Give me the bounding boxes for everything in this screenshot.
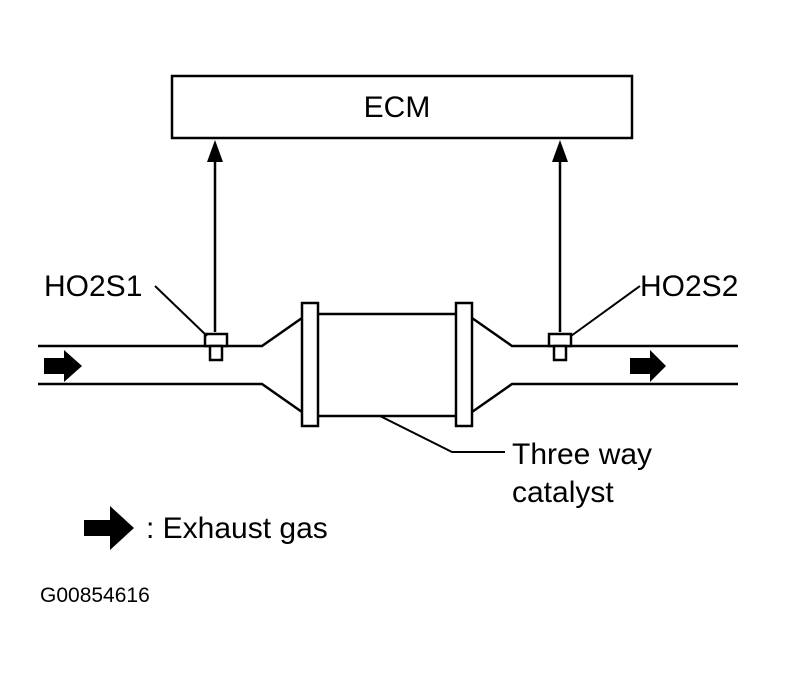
signal-line-ho2s2 xyxy=(552,140,568,332)
signal-line-ho2s1 xyxy=(207,140,223,332)
right-arrow-icon xyxy=(84,506,134,550)
catalyst-leader-line xyxy=(379,415,505,453)
ho2s2-sensor xyxy=(547,332,573,362)
three-way-catalyst xyxy=(300,301,474,428)
catalyst-label-line2: catalyst xyxy=(512,476,614,509)
ho2s2-leader-line xyxy=(570,285,641,337)
ecm-box: ECM xyxy=(170,74,634,140)
ho2s2-label: HO2S2 xyxy=(640,270,738,303)
ho2s1-sensor xyxy=(203,332,229,362)
arrowhead-icon xyxy=(207,140,223,162)
legend: : Exhaust gas xyxy=(84,506,328,550)
legend-text: : Exhaust gas xyxy=(146,512,328,545)
arrowhead-icon xyxy=(552,140,568,162)
flow-arrow-inlet-icon xyxy=(44,350,82,382)
flow-arrow-outlet-icon xyxy=(630,350,666,382)
ho2s1-label: HO2S1 xyxy=(44,270,142,303)
figure-code: G00854616 xyxy=(40,584,150,607)
catalyst-label-line1: Three way xyxy=(512,438,652,471)
ho2s1-leader-line xyxy=(154,285,208,337)
catalyst-flange-left xyxy=(300,301,320,428)
exhaust-pipe xyxy=(38,316,738,414)
catalyst-flange-right xyxy=(454,301,474,428)
ecm-label: ECM xyxy=(364,91,431,124)
